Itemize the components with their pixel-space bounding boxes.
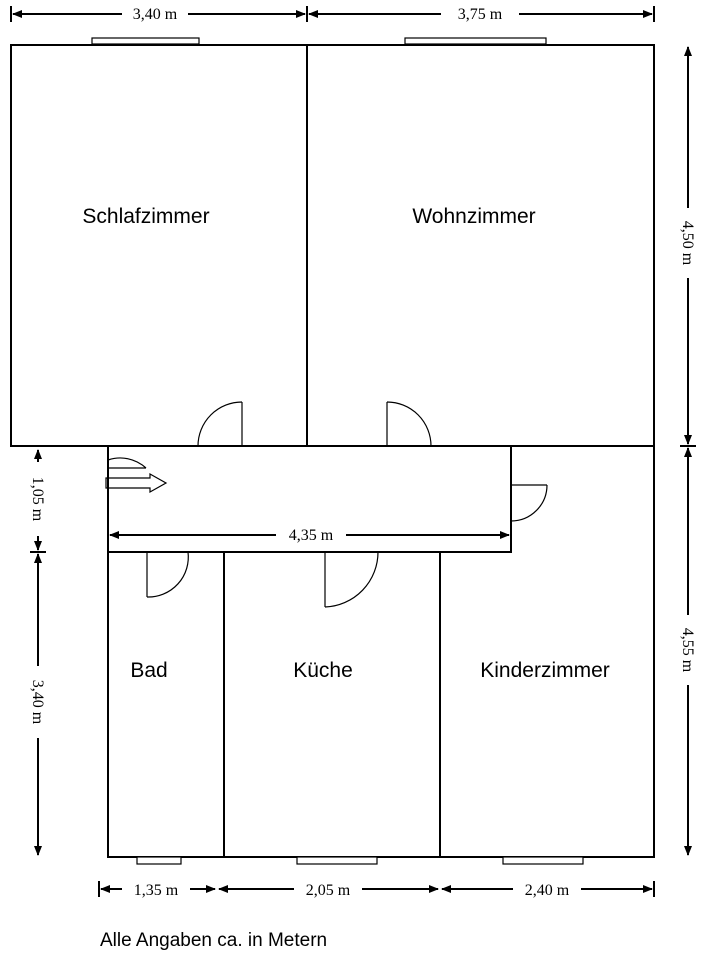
bedroom-walls: [10, 44, 308, 447]
lower-outer-walls: [107, 446, 655, 858]
room-labels: Schlafzimmer Wohnzimmer Bad Küche Kinder…: [82, 205, 609, 682]
door-bad: [146, 551, 189, 598]
window-wohnzimmer: [404, 37, 547, 45]
living-room-walls: [306, 44, 655, 447]
window-kueche: [296, 856, 378, 865]
windows: [91, 37, 584, 865]
dim-label-left-lower: 3,40 m: [29, 680, 46, 725]
window-bad: [136, 856, 182, 865]
dim-label-bottom-bad: 1,35 m: [134, 882, 179, 899]
dim-label-top-right: 3,75 m: [458, 6, 503, 23]
dim-label-bottom-kinder: 2,40 m: [525, 882, 570, 899]
door-kueche: [324, 551, 379, 608]
dim-label-right-upper: 4,50 m: [679, 221, 696, 266]
dimension-lines: [10, 6, 696, 897]
dim-label-hall: 4,35 m: [289, 527, 334, 544]
room-label-bad: Bad: [130, 659, 167, 682]
window-kinderzimmer: [502, 856, 584, 865]
dim-label-left-upper: 1,05 m: [29, 477, 46, 522]
walls: [10, 44, 655, 858]
door-schlafzimmer: [197, 401, 243, 447]
room-label-wohnzimmer: Wohnzimmer: [412, 205, 535, 228]
dimension-labels: 3,40 m 3,75 m 4,50 m 4,55 m 1,05 m 3,40 …: [28, 4, 698, 899]
doors: [105, 401, 548, 608]
door-wohnzimmer: [386, 401, 432, 447]
room-label-kueche: Küche: [293, 659, 353, 682]
window-schlafzimmer: [91, 37, 200, 45]
entrance-arrow: [105, 472, 168, 494]
door-kinderzimmer: [510, 484, 548, 522]
footnote: Alle Angaben ca. in Metern: [100, 930, 328, 951]
hallway-walls: [107, 446, 512, 553]
dim-label-top-left: 3,40 m: [133, 6, 178, 23]
room-label-kinderzimmer: Kinderzimmer: [480, 659, 610, 682]
door-entrance: [105, 457, 168, 494]
dim-label-bottom-kueche: 2,05 m: [306, 882, 351, 899]
room-label-schlafzimmer: Schlafzimmer: [82, 205, 209, 228]
dim-label-right-lower: 4,55 m: [679, 628, 696, 673]
